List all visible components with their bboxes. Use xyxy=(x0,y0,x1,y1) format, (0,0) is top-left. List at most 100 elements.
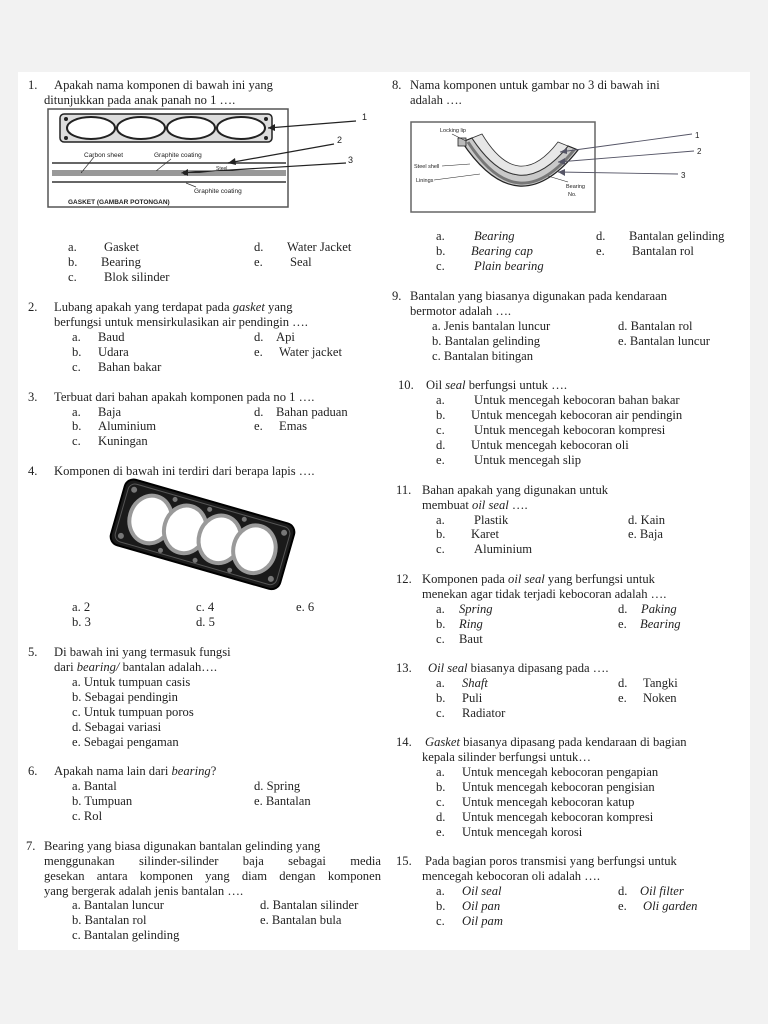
question-text: Oil seal biasanya dipasang pada …. xyxy=(428,661,609,675)
option-text: Oil pam xyxy=(462,914,503,928)
question-number: 2. xyxy=(28,300,38,314)
option-label: c. xyxy=(436,259,445,273)
option-text: Plain bearing xyxy=(474,259,544,273)
option-text: Blok silinder xyxy=(104,270,170,284)
option-label: b. xyxy=(436,617,446,631)
option-text: Radiator xyxy=(462,706,506,720)
question-text: Komponen di bawah ini terdiri dari berap… xyxy=(54,464,315,478)
option-label: d. xyxy=(618,884,628,898)
question-number: 7. xyxy=(26,839,36,853)
question-text: Lubang apakah yang terdapat pada gasket … xyxy=(54,300,293,314)
option-label: b. xyxy=(68,255,78,269)
question-text: Di bawah ini yang termasuk fungsi xyxy=(54,645,231,659)
option-text: e. Bantalan bula xyxy=(260,913,342,927)
option-text: e. Bantalan xyxy=(254,794,311,808)
gasket-section-figure: Carbon sheet Graphite coating Steel Grap… xyxy=(47,108,367,208)
option-text: Shaft xyxy=(462,676,488,690)
option-label: c. xyxy=(72,434,81,448)
option-text: Oil pan xyxy=(462,899,501,913)
option-text: Ring xyxy=(459,617,483,631)
question-number: 13. xyxy=(396,661,412,675)
arrow-number-2: 2 xyxy=(697,147,702,156)
option-text: Spring xyxy=(459,602,493,616)
option-label: d. xyxy=(596,229,606,243)
option-text: Untuk mencegah kebocoran kompresi xyxy=(474,423,666,437)
question-text: Terbuat dari bahan apakah komponen pada … xyxy=(54,390,315,404)
option-text: a. Untuk tumpuan casis xyxy=(72,675,191,689)
option-label: b. xyxy=(436,780,446,794)
option-label: d. xyxy=(254,330,264,344)
option-text: Bahan paduan xyxy=(276,405,348,419)
question-number: 10. xyxy=(398,378,414,392)
option-text: e. Baja xyxy=(628,527,663,541)
option-label: a. xyxy=(436,676,445,690)
question-text: Gasket biasanya dipasang pada kendaraan … xyxy=(425,735,687,749)
steel-label: Steel xyxy=(216,166,227,172)
option-label: e. xyxy=(596,244,605,258)
option-text: Noken xyxy=(643,691,677,705)
option-label: e. xyxy=(254,345,263,359)
question-number: 3. xyxy=(28,390,38,404)
option-text: Tangki xyxy=(643,676,678,690)
question-text: Bantalan yang biasanya digunakan pada ke… xyxy=(410,289,668,303)
option-label: a. xyxy=(72,330,81,344)
option-text: Karet xyxy=(471,527,499,541)
option-text: Aluminium xyxy=(98,419,157,433)
bearing-label: Bearing xyxy=(566,184,585,190)
option-text: Oil seal xyxy=(462,884,502,898)
option-text: Gasket xyxy=(104,240,139,254)
question-text: berfungsi untuk mensirkulasikan air pend… xyxy=(54,315,308,329)
option-label: b. xyxy=(436,527,446,541)
option-label: e. xyxy=(618,899,627,913)
option-label: e. xyxy=(618,617,627,631)
option-text: c. Rol xyxy=(72,809,103,823)
option-label: b. xyxy=(72,345,82,359)
option-label: a. xyxy=(436,513,445,527)
option-text: Baut xyxy=(459,632,483,646)
option-label: e. xyxy=(254,419,263,433)
option-text: b. Sebagai pendingin xyxy=(72,690,178,704)
option-text: b. Bantalan rol xyxy=(72,913,147,927)
option-label: a. xyxy=(436,602,445,616)
option-label: b. xyxy=(436,899,446,913)
option-text: Bearing xyxy=(474,229,515,243)
option-text: Oli garden xyxy=(643,899,698,913)
bearing-no-label: No. xyxy=(568,192,577,198)
option-text: d. Kain xyxy=(628,513,666,527)
question-number: 11. xyxy=(396,483,412,497)
option-text: Api xyxy=(276,330,295,344)
locking-lip-label: Locking lip xyxy=(440,128,466,134)
question-text: Nama komponen untuk gambar no 3 di bawah… xyxy=(410,78,660,92)
option-text: Untuk mencegah kebocoran oli xyxy=(471,438,629,452)
option-text: Bearing xyxy=(101,255,141,269)
question-number: 9. xyxy=(392,289,402,303)
option-text: Untuk mencegah korosi xyxy=(462,825,583,839)
option-text: e. 6 xyxy=(296,600,315,614)
carbon-sheet-label: Carbon sheet xyxy=(84,152,123,159)
option-text: a. Bantalan luncur xyxy=(72,898,164,912)
option-text: d. 5 xyxy=(196,615,215,629)
option-label: a. xyxy=(436,229,445,243)
question-text: adalah …. xyxy=(410,93,462,107)
question-text: bermotor adalah …. xyxy=(410,304,512,318)
option-text: a. 2 xyxy=(72,600,91,614)
option-label: d. xyxy=(618,602,628,616)
option-label: d. xyxy=(254,405,264,419)
question-text: Apakah nama komponen di bawah ini yang xyxy=(54,78,273,92)
option-text: c. 4 xyxy=(196,600,215,614)
option-label: c. xyxy=(436,542,445,556)
question-text: dari bearing/ bantalan adalah…. xyxy=(54,660,217,674)
option-text: Untuk mencegah kebocoran katup xyxy=(462,795,635,809)
question-text: menekan agar tidak terjadi kebocoran ada… xyxy=(422,587,667,601)
option-label: b. xyxy=(436,691,446,705)
question-number: 8. xyxy=(392,78,402,92)
question-number: 15. xyxy=(396,854,412,868)
question-number: 5. xyxy=(28,645,38,659)
option-text: c. Bantalan bitingan xyxy=(432,349,534,363)
bearing-figure: Locking lip Steel shell Linings Bearing … xyxy=(410,121,702,213)
question-number: 4. xyxy=(28,464,38,478)
steel-shell-label: Steel shell xyxy=(414,164,439,170)
option-text: Baud xyxy=(98,330,125,344)
option-text: e. Bantalan luncur xyxy=(618,334,710,348)
option-label: b. xyxy=(72,419,82,433)
